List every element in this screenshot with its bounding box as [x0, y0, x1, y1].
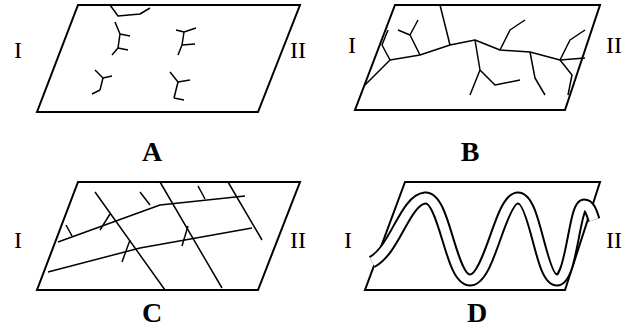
panel-letter: A — [142, 138, 162, 166]
side-label: II — [606, 33, 622, 57]
centripetal-streams — [92, 5, 196, 100]
dendritic-streams — [365, 5, 585, 95]
panel-letter: C — [142, 299, 162, 327]
panel-b — [355, 5, 600, 110]
side-label: II — [290, 228, 306, 252]
panel-c — [37, 182, 300, 290]
side-label: I — [348, 33, 356, 57]
panel-a — [37, 5, 300, 112]
panel-letter: B — [461, 138, 480, 166]
side-label: I — [14, 228, 22, 252]
side-label: II — [290, 38, 306, 62]
panel-outlines — [37, 5, 600, 290]
side-label: II — [606, 228, 622, 252]
panel-d — [365, 182, 600, 290]
side-label: I — [344, 228, 352, 252]
panel-letter: D — [467, 299, 487, 327]
meandering-river — [372, 198, 594, 280]
trellis-streams — [48, 182, 262, 290]
side-label: I — [14, 38, 22, 62]
